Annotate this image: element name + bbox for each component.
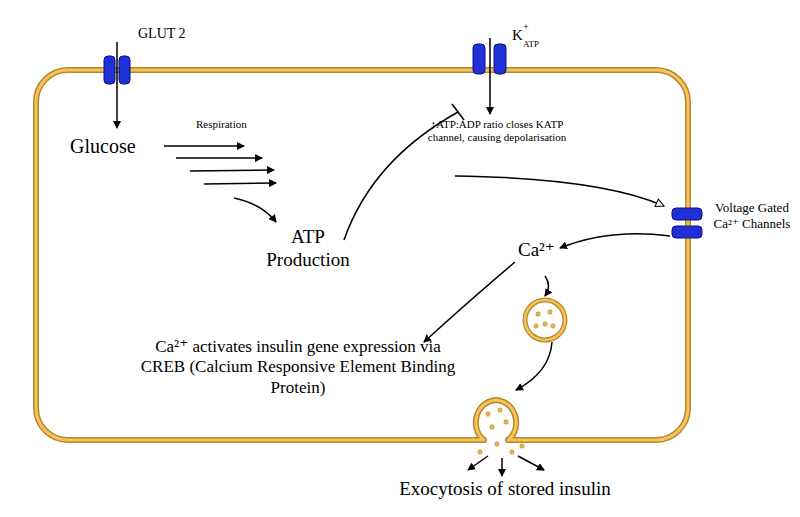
- gene-note: Ca²⁺ activates insulin gene expression v…: [138, 337, 458, 398]
- process-label: Respiration: [196, 118, 247, 131]
- channel-label: Voltage Gated Ca²⁺ Channels: [710, 200, 794, 231]
- fusing-vesicle: [476, 400, 516, 440]
- molecule-label: Glucose: [70, 134, 136, 158]
- product-label: ATP Production: [253, 226, 363, 272]
- calcium-channel: [672, 208, 702, 238]
- cell-membrane-inner: [36, 70, 688, 440]
- ion-label: Ca²⁺: [518, 239, 555, 262]
- cell-membrane: [36, 70, 688, 440]
- channel-label: K: [512, 26, 523, 44]
- mechanism-note: ↑ATP:ADP ratio closes KATP channel, caus…: [422, 118, 572, 144]
- superscript: +: [523, 21, 529, 33]
- subscript: ATP: [523, 39, 539, 50]
- pathway-arrows: [117, 38, 670, 476]
- insulin-vesicle: [525, 300, 565, 340]
- channel-label: GLUT 2: [138, 26, 186, 43]
- process-label: Exocytosis of stored insulin: [399, 478, 611, 501]
